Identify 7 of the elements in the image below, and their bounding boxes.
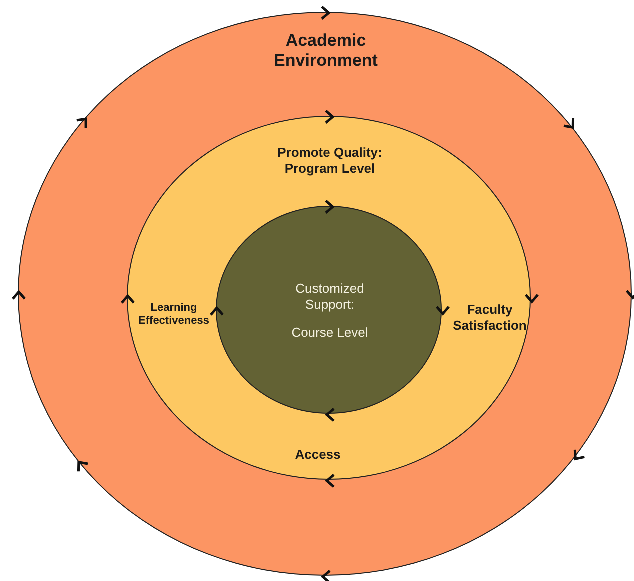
ring-label: Customized Support: — [294, 281, 366, 312]
ring-label: Promote Quality: Program Level — [276, 145, 384, 176]
ring-label: Academic Environment — [273, 31, 379, 72]
ring-label: Learning Effectiveness — [138, 302, 210, 328]
ring-label: Course Level — [290, 325, 370, 341]
ring-label: Faculty Satisfaction — [452, 302, 528, 334]
ring-label: Access — [294, 447, 342, 463]
